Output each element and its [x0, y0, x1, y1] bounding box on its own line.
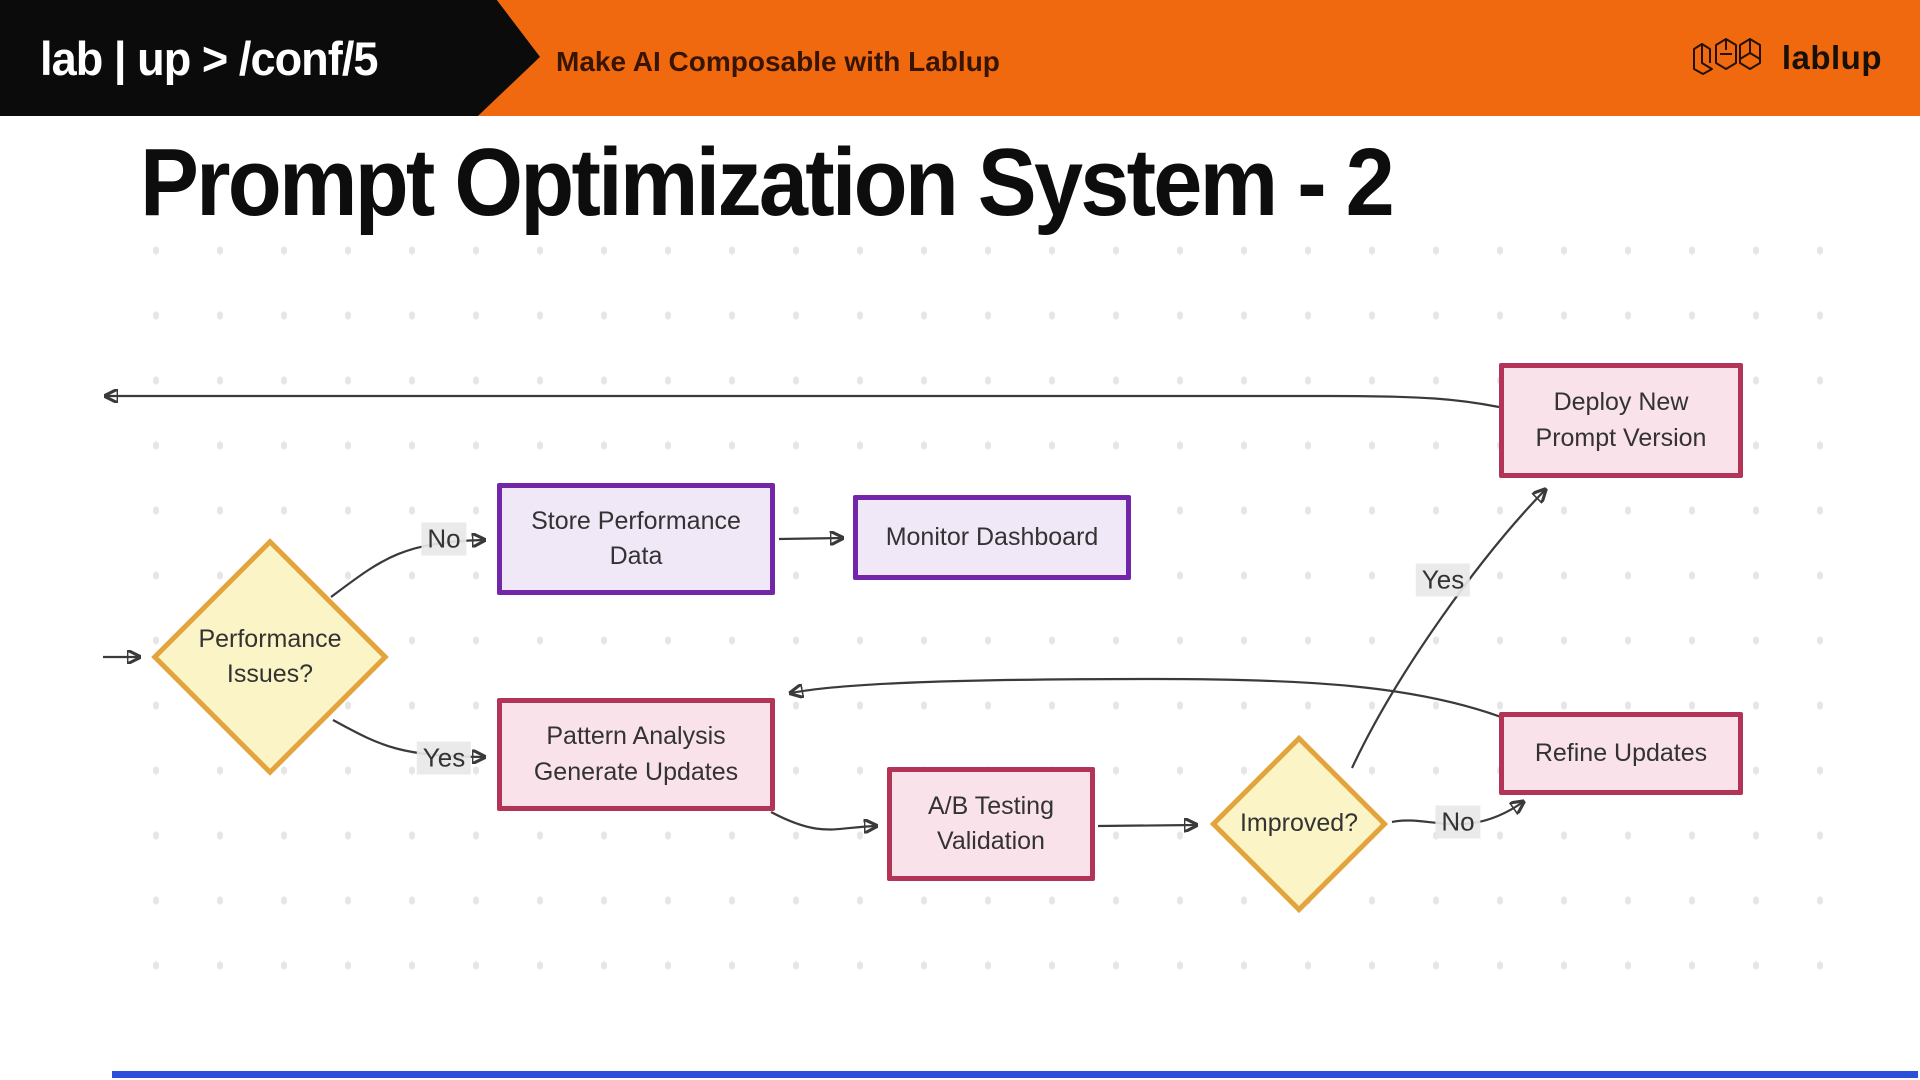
node-label-line: Monitor Dashboard — [885, 522, 1099, 551]
node-label-line: Performance — [198, 624, 342, 653]
edge-refine-pattern-loop — [791, 677, 1502, 719]
node-pattern-analysis-generate-updates: Pattern Analysis Generate Updates — [497, 698, 775, 811]
edge-deploy-loop-left — [106, 396, 1500, 409]
node-label-line: Deploy New — [1553, 388, 1689, 416]
node-label-line: Refine Updates — [1534, 738, 1708, 767]
header-bar: lab | up > /conf/5 Make AI Composable wi… — [0, 0, 1920, 116]
edge-label-no-refine: No — [1435, 805, 1481, 839]
node-label-line: Improved? — [1239, 809, 1359, 838]
conf-logo-text: lab | up > /conf/5 — [40, 31, 379, 85]
footer-accent-bar — [112, 1071, 1918, 1078]
node-ab-testing-validation: A/B Testing Validation — [887, 767, 1095, 881]
header-tagline: Make AI Composable with Lablup — [556, 46, 1000, 77]
node-improved: Improved? — [1209, 734, 1389, 914]
node-label-line: Data — [609, 542, 663, 570]
brand-name: lablup — [1781, 39, 1882, 76]
node-label-line: Store Performance — [531, 506, 741, 535]
node-label-line: Validation — [937, 827, 1045, 855]
node-store-performance-data: Store Performance Data — [497, 483, 775, 595]
conf-logo-banner — [0, 0, 540, 116]
node-label-line: Prompt Version — [1535, 423, 1707, 452]
node-deploy-new-prompt-version: Deploy New Prompt Version — [1499, 363, 1743, 478]
node-label-line: A/B Testing — [927, 791, 1054, 820]
node-label-line: Issues? — [226, 660, 314, 688]
brand-lockup: lablup — [1686, 0, 1882, 116]
node-label-line: Pattern Analysis — [546, 722, 726, 750]
node-label-line: Generate Updates — [533, 757, 739, 786]
node-performance-issues: Performance Issues? — [150, 537, 390, 777]
edge-store-monitor — [778, 538, 842, 539]
edge-label-yes-pattern: Yes — [416, 741, 472, 775]
edge-abtest-improved — [1097, 825, 1196, 826]
node-refine-updates: Refine Updates — [1499, 712, 1743, 795]
edge-pattern-abtest — [770, 811, 876, 830]
page-title: Prompt Optimization System - 2 — [140, 129, 1395, 236]
edge-label-no-store: No — [421, 522, 467, 556]
edge-label-yes-deploy: Yes — [1415, 563, 1471, 597]
lablup-logo-icon — [1686, 33, 1768, 83]
node-monitor-dashboard: Monitor Dashboard — [853, 495, 1131, 580]
